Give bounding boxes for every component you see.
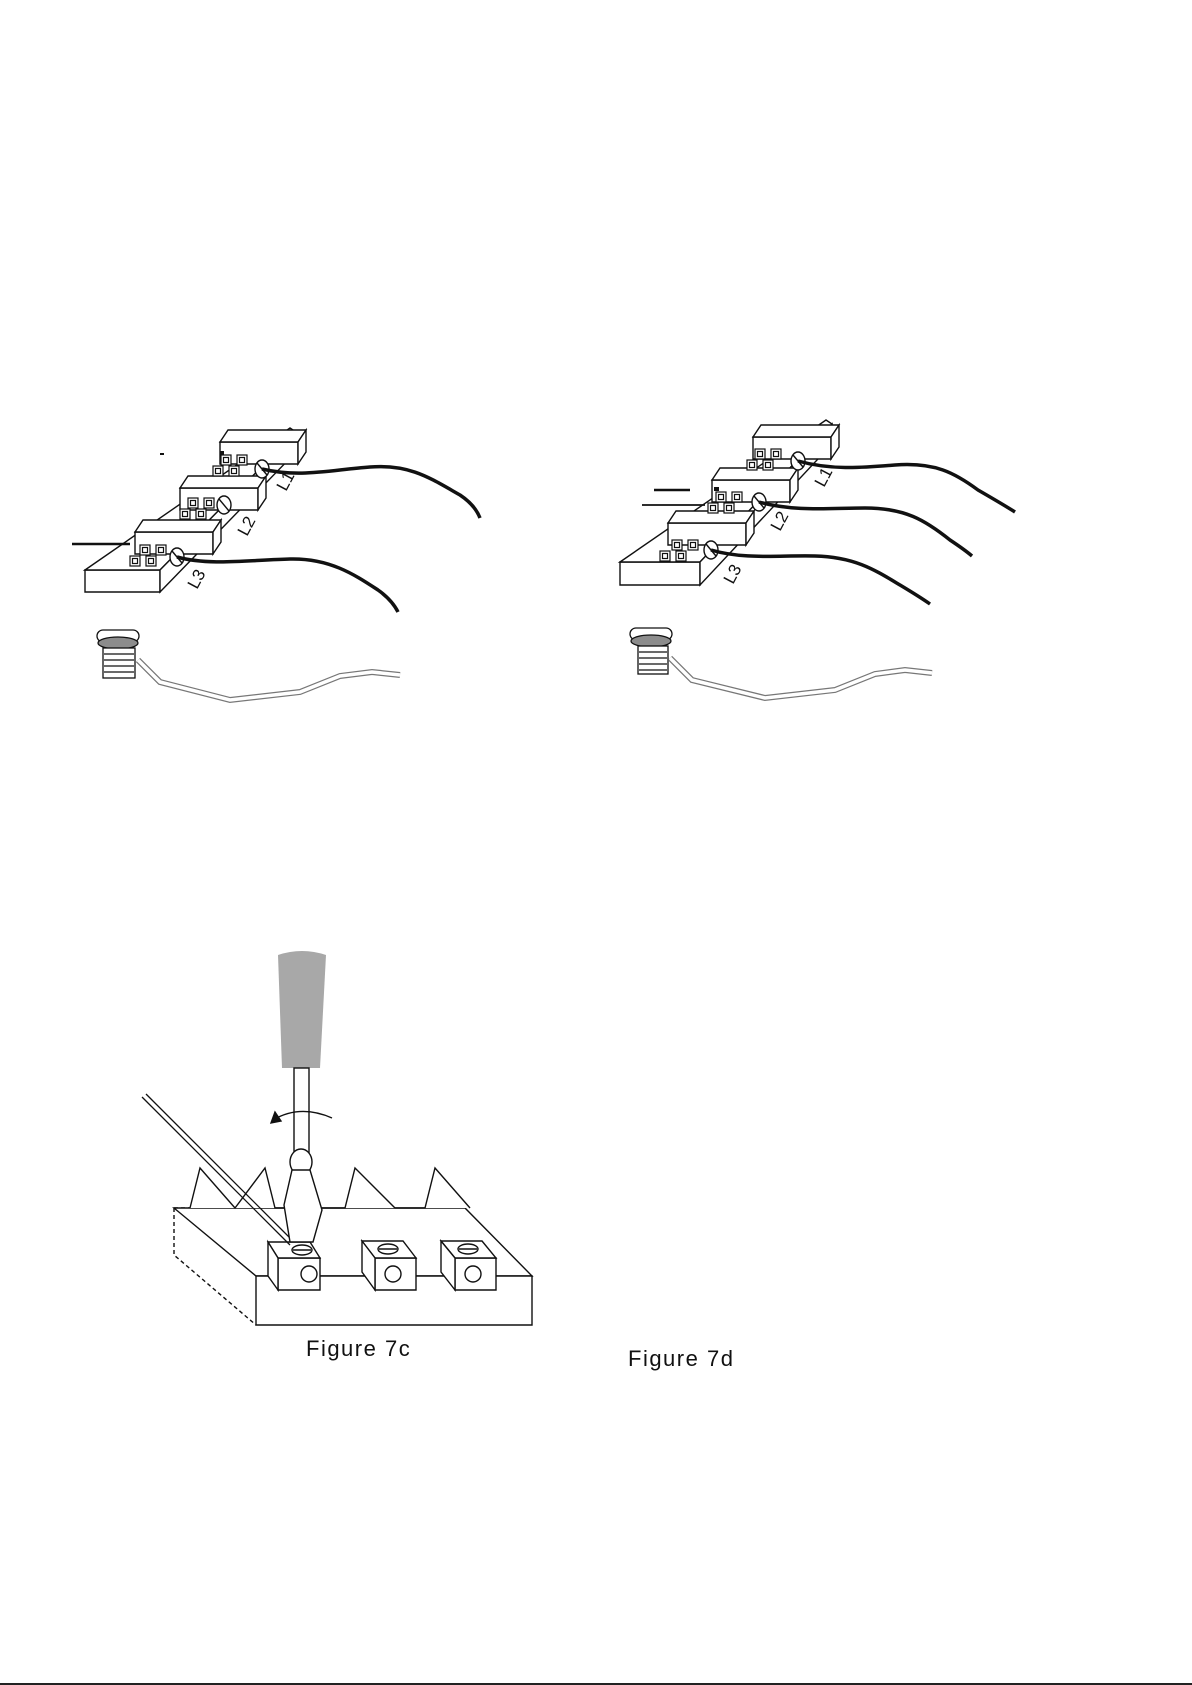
cable-gland bbox=[630, 628, 672, 674]
screwdriver bbox=[271, 951, 332, 1242]
cable-l3 bbox=[711, 550, 930, 604]
cable-l1 bbox=[798, 461, 1015, 512]
terminal-cube bbox=[441, 1241, 496, 1290]
figure-7c-drawing bbox=[142, 951, 532, 1325]
wire-outline bbox=[670, 658, 932, 698]
label-l2: L2 bbox=[767, 508, 793, 534]
label-l3: L3 bbox=[720, 561, 746, 587]
cable-l3 bbox=[177, 557, 398, 612]
label-l3: L3 bbox=[184, 566, 210, 592]
cable-gland bbox=[97, 630, 139, 678]
figure-7c-caption: Figure 7c bbox=[306, 1336, 411, 1362]
cable-l1 bbox=[262, 467, 480, 518]
terminal-cube bbox=[362, 1241, 416, 1290]
top-left-wiring-figure: L1 L2 L3 bbox=[72, 428, 480, 700]
top-right-wiring-figure: L1 L2 L3 bbox=[620, 420, 1015, 698]
terminal-cube bbox=[268, 1242, 320, 1290]
cable-l2 bbox=[759, 502, 972, 556]
figure-7d-caption: Figure 7d bbox=[628, 1346, 734, 1372]
terminal-block bbox=[220, 430, 306, 464]
label-l2: L2 bbox=[234, 513, 260, 539]
